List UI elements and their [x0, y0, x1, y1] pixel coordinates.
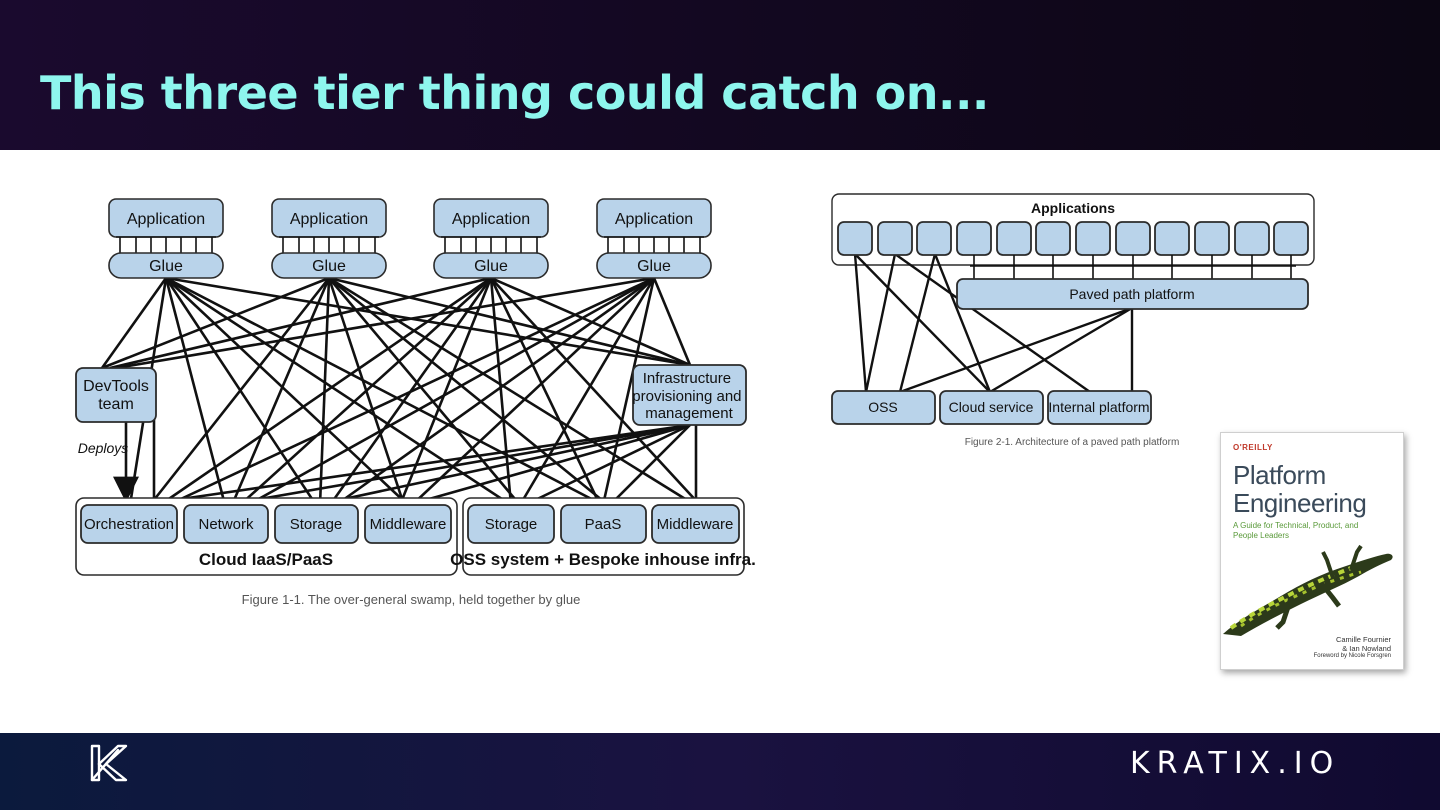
figure-1-connection-lines [100, 276, 701, 507]
internal-platform-box [1047, 390, 1152, 425]
figure-2-caption: Figure 2-1. Architecture of a paved path… [965, 437, 1180, 448]
oss-group-label: OSS system + Bespoke inhouse infra. [450, 550, 756, 569]
oss-label: OSS [868, 399, 898, 415]
cloud-service-label-2: Network [198, 516, 254, 533]
slide-footer [0, 733, 1440, 810]
book-title: Platform Engineering [1233, 460, 1367, 518]
cloud-service-storage [274, 504, 359, 544]
cloud-service-orchestration [80, 504, 178, 544]
devtools-team-box [75, 367, 157, 423]
glue-label-1: Glue [149, 258, 183, 275]
oss-service-middleware [651, 504, 740, 544]
architecture-diagrams: Application Application Application Appl… [75, 193, 1315, 607]
app-column-4 [596, 198, 712, 279]
application-label-4: Application [615, 211, 693, 228]
cloud-service-label: Cloud service [949, 399, 1034, 415]
figure-1 [75, 198, 747, 576]
application-label-2: Application [290, 211, 368, 228]
book-authors: Camille Fournier & Ian Nowland [1241, 635, 1391, 653]
infra-label-line-2: provisioning and [632, 388, 741, 405]
glue-label-2: Glue [312, 258, 346, 275]
cloud-service-label-3: Storage [290, 516, 343, 533]
book-cover: O'REILLY Platform Engineering A Guide fo… [1220, 432, 1404, 670]
figure-2-connection-lines [853, 253, 1134, 394]
oss-service-label-2: PaaS [585, 516, 622, 533]
paved-path-platform-box [956, 278, 1309, 310]
cloud-service-label-1: Orchestration [84, 516, 174, 533]
glue-label-4: Glue [637, 258, 671, 275]
app-column-1 [108, 198, 224, 279]
glue-label-3: Glue [474, 258, 508, 275]
slide-header: This three tier thing could catch on... [0, 0, 1440, 150]
slide-title: This three tier thing could catch on... [40, 66, 989, 120]
infra-label-line-1: Infrastructure [643, 370, 731, 387]
cloud-service-label-4: Middleware [370, 516, 447, 533]
book-author-line-1: Camille Fournier [1335, 635, 1391, 644]
application-label-3: Application [452, 211, 530, 228]
oss-service-label-3: Middleware [657, 516, 734, 533]
oss-service-paas [560, 504, 647, 544]
paved-path-platform-label: Paved path platform [1069, 286, 1194, 302]
kratix-logo-icon [90, 744, 128, 782]
infra-label: Infrastructure provisioning and manageme… [632, 370, 745, 422]
figure-2-app-squares [837, 221, 1309, 256]
book-foreword: Foreword by Nicole Forsgren [1313, 653, 1391, 659]
book-title-line-1: Platform [1233, 460, 1326, 490]
app-column-3 [433, 198, 549, 279]
figure-1-caption: Figure 1-1. The over-general swamp, held… [242, 592, 581, 607]
book-author-line-2: & Ian Nowland [1342, 644, 1391, 653]
infrastructure-box [632, 364, 747, 426]
figure-2-labels: Applications Paved path platform OSS Clo… [868, 200, 1194, 448]
internal-platform-label: Internal platform [1048, 399, 1149, 415]
book-title-line-2: Engineering [1233, 488, 1367, 518]
app-column-2 [271, 198, 387, 279]
figure-2 [831, 193, 1315, 425]
figure-2-platform-comb [970, 255, 1296, 280]
applications-container [831, 193, 1315, 266]
deploys-label: Deploys [78, 440, 129, 456]
application-label-1: Application [127, 211, 205, 228]
book-publisher: O'REILLY [1233, 443, 1273, 452]
oss-box [831, 390, 936, 425]
salamander-icon [1223, 544, 1393, 636]
cloud-service-network [183, 504, 269, 544]
oss-service-label-1: Storage [485, 516, 538, 533]
book-subtitle: A Guide for Technical, Product, and Peop… [1233, 521, 1359, 540]
infra-label-line-3: management [645, 405, 733, 422]
cloud-service-middleware [364, 504, 452, 544]
applications-label: Applications [1031, 200, 1115, 216]
oss-service-storage [467, 504, 555, 544]
cloud-group-label: Cloud IaaS/PaaS [199, 550, 333, 569]
cloud-service-box [939, 390, 1044, 425]
figure-1-applications [108, 198, 712, 279]
brand-wordmark: KRATIX.IO [1130, 746, 1341, 781]
figure-1-labels: Application Application Application Appl… [78, 211, 756, 607]
